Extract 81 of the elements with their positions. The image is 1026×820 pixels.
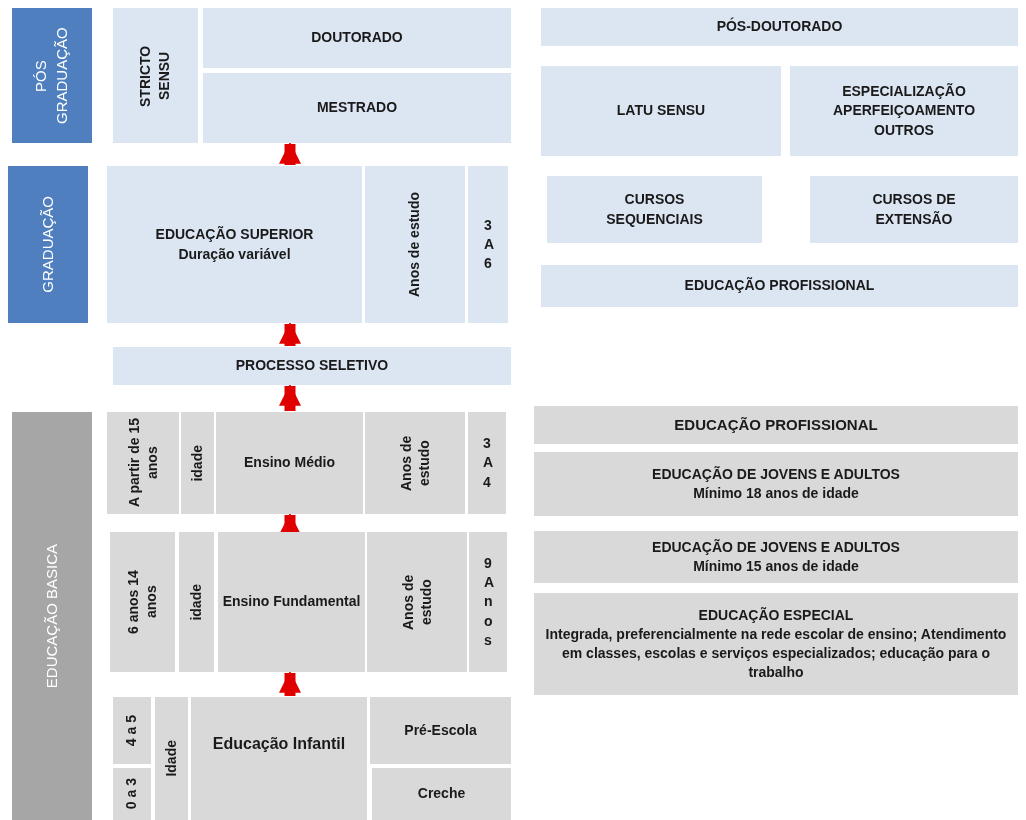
level-box [534,593,1018,695]
level-box [367,532,467,672]
box-label: 3 A 6 [484,215,492,274]
box-note: Duração variável [178,244,291,264]
band-label: EDUCAÇÃO BASICA [41,543,61,689]
box-label: Anos de estudo [397,434,432,493]
level-box [155,697,188,820]
box-label: EDUCAÇÃO DE JOVENS E ADULTOS [652,464,900,484]
level-box [372,768,511,820]
up-arrow [279,670,301,696]
level-box [468,166,508,323]
level-box [534,452,1018,516]
level-box [218,532,365,672]
level-box [365,412,465,514]
level-box [541,8,1018,46]
level-box [547,176,762,243]
level-box [113,8,198,143]
level-box [107,412,179,514]
level-box [370,697,511,764]
level-box [203,73,511,143]
level-box [810,176,1018,243]
box-label: EDUCAÇÃO ESPECIAL [698,605,854,625]
up-arrow [279,512,301,535]
level-band [12,8,92,143]
level-box [790,66,1018,156]
level-box [468,412,506,514]
band-label: GRADUAÇÃO [37,196,57,293]
level-band [8,166,88,323]
box-label: Idade [161,740,180,777]
box-note: Integrada, preferencialmente na rede escolar de ensino; Atendimento em classes, escolas e serviços especializados; educação para o trabalho [544,624,1008,683]
box-label: 4 a 5 [122,714,141,747]
level-box [107,166,362,323]
box-label: EDUCAÇÃO PROFISSIONAL [684,276,875,296]
band-label: PÓS GRADUAÇÃO [31,26,71,126]
box-label: CURSOS DE EXTENSÃO [871,190,957,229]
box-label: Anos de estudo [405,192,424,297]
level-box [113,347,511,385]
box-label: Ensino Fundamental [222,592,361,612]
box-note: Mínimo 18 anos de idade [693,484,859,503]
box-label: EDUCAÇÃO SUPERIOR [155,225,314,245]
box-label: DOUTORADO [311,28,403,48]
box-label: EDUCAÇÃO DE JOVENS E ADULTOS [652,537,900,557]
box-label: EDUCAÇÃO PROFISSIONAL [674,414,878,435]
level-box [191,697,367,820]
level-box [181,412,214,514]
box-label: idade [187,444,206,482]
level-box [541,265,1018,307]
level-band [12,412,92,820]
up-arrow [279,141,301,165]
box-label: STRICTO SENSU [136,43,174,109]
level-box [534,531,1018,583]
up-arrow [279,321,301,346]
level-box [110,532,175,672]
box-label: 6 anos 14 anos [125,569,160,636]
box-label: 0 a 3 [122,778,141,810]
up-arrow [279,383,301,411]
box-label: A partir de 15 anos [125,417,160,509]
level-box [365,166,465,323]
level-box [113,697,151,764]
box-label: idade [186,583,205,621]
level-box [203,8,511,68]
box-label: 9 A n o s [484,553,492,650]
box-label: Ensino Médio [244,453,335,473]
box-label: Educação Infantil [212,733,346,754]
box-label: Anos de estudo [399,573,434,632]
box-label: Pré-Escola [404,720,477,740]
box-label: 3 A 4 [483,434,491,492]
level-box [534,406,1018,444]
box-label: LATU SENSU [616,101,706,121]
level-box [113,768,151,820]
level-box [469,532,507,672]
box-label: ESPECIALIZAÇÃO APERFEIÇOAMENTO OUTROS [831,82,977,140]
level-box [541,66,781,156]
level-box [179,532,214,672]
box-label: Creche [417,784,466,804]
box-note: Mínimo 15 anos de idade [693,557,859,576]
box-label: PÓS-DOUTORADO [716,17,843,37]
box-label: CURSOS SEQUENCIAIS [605,190,704,229]
level-box [216,412,363,514]
box-label: PROCESSO SELETIVO [235,356,389,376]
box-label: MESTRADO [316,98,398,118]
